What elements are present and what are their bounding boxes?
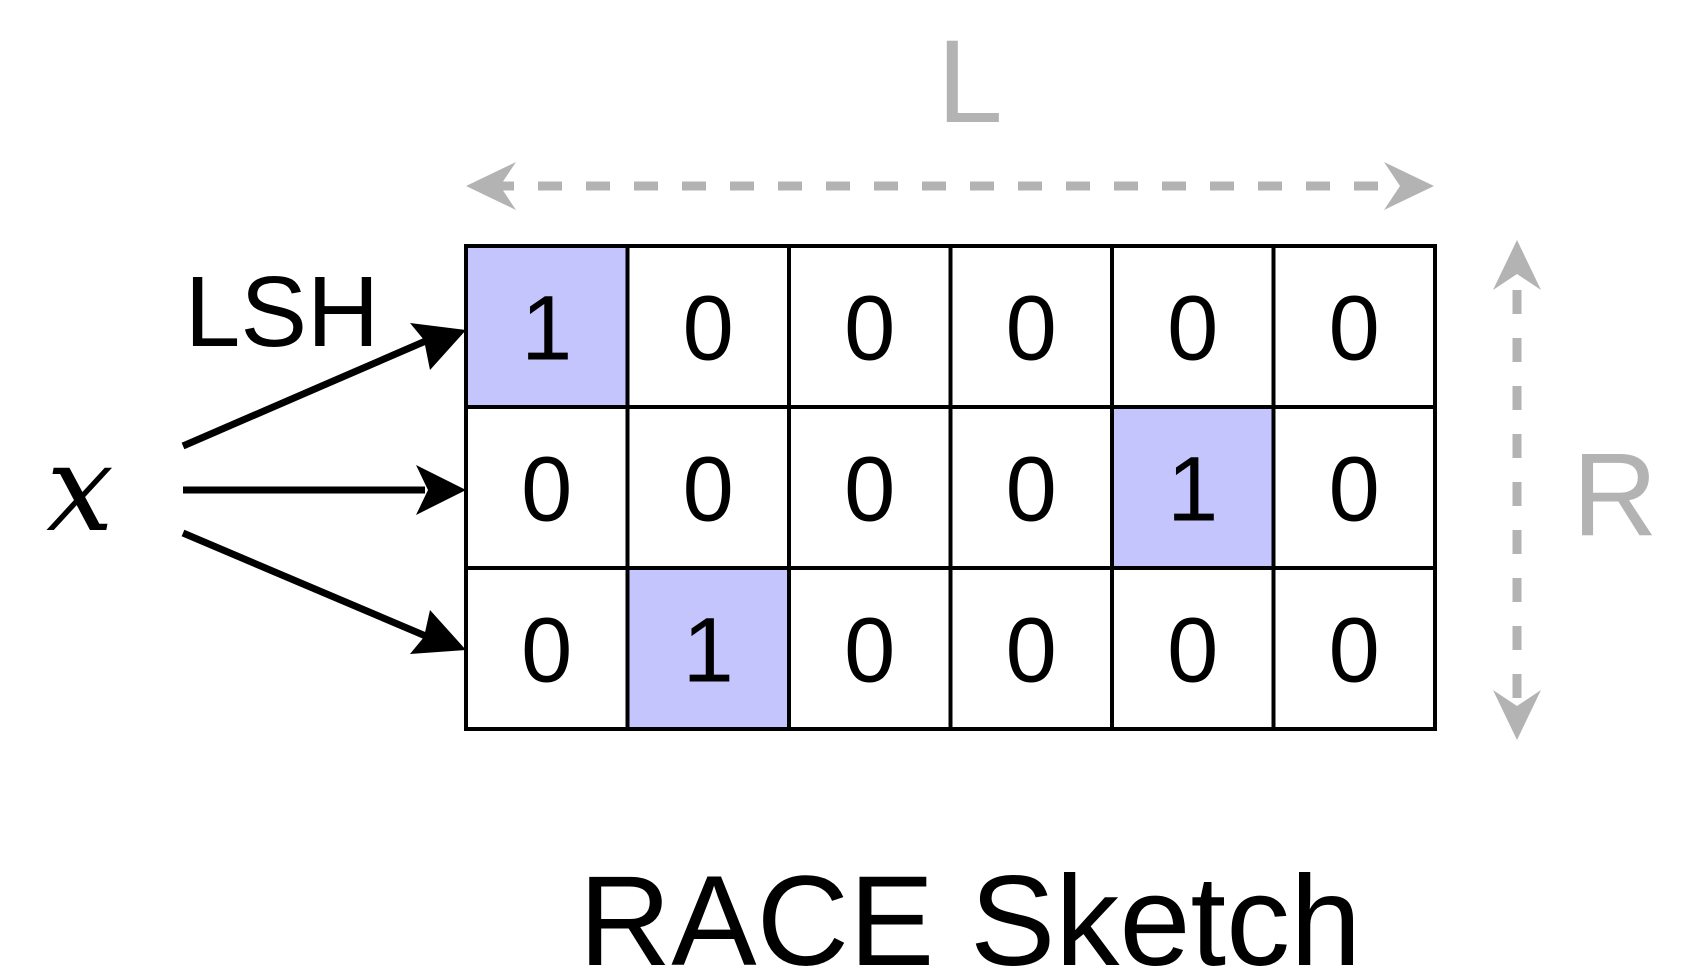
grid-cell-r1-c4 xyxy=(948,244,1114,409)
grid-value-r3-c4: 0 xyxy=(1006,600,1057,702)
input-variable: x xyxy=(46,420,114,559)
grid-cell-r3-c3 xyxy=(787,566,953,731)
grid-value-r3-c5: 0 xyxy=(1167,600,1218,702)
grid-value-r2-c5: 1 xyxy=(1167,439,1218,541)
grid-cell-r3-c4 xyxy=(948,566,1114,731)
sketch-grid: 1 0 0 0 0 0 0 0 0 0 1 0 0 1 0 0 0 0 xyxy=(464,244,1437,731)
width-dimension: L xyxy=(466,16,1434,210)
grid-cell-r1-c6 xyxy=(1271,244,1437,409)
width-arrowhead-left xyxy=(466,162,516,210)
hash-arrowhead-row-1 xyxy=(410,323,466,370)
grid-value-r2-c4: 0 xyxy=(1006,439,1057,541)
grid-cell-r3-c6 xyxy=(1271,566,1437,731)
lsh-label: LSH xyxy=(185,256,380,368)
grid-cell-r2-c4 xyxy=(948,405,1114,570)
height-arrowhead-top xyxy=(1493,240,1541,290)
width-arrowhead-right xyxy=(1384,162,1434,210)
grid-cell-r3-c2 xyxy=(625,566,791,731)
grid-cell-r2-c2 xyxy=(625,405,791,570)
grid-value-r2-c6: 0 xyxy=(1329,439,1380,541)
grid-value-r1-c1: 1 xyxy=(521,278,572,380)
grid-value-r1-c4: 0 xyxy=(1006,278,1057,380)
grid-value-r2-c3: 0 xyxy=(844,439,895,541)
grid-value-r2-c2: 0 xyxy=(683,439,734,541)
grid-cell-r2-c6 xyxy=(1271,405,1437,570)
height-dimension: R xyxy=(1493,240,1658,740)
grid-value-r3-c6: 0 xyxy=(1329,600,1380,702)
sketch-title: RACE Sketch xyxy=(579,850,1362,980)
hash-arrowhead-row-3 xyxy=(410,610,466,654)
grid-value-r1-c5: 0 xyxy=(1167,278,1218,380)
hash-arrow-row-3 xyxy=(181,529,430,641)
hash-arrows xyxy=(181,323,466,654)
grid-value-r1-c2: 0 xyxy=(683,278,734,380)
hash-arrow-row-1 xyxy=(181,336,430,450)
grid-value-r2-c1: 0 xyxy=(521,439,572,541)
hash-arrowhead-row-2 xyxy=(416,465,466,515)
grid-value-r1-c3: 0 xyxy=(844,278,895,380)
height-arrowhead-bottom xyxy=(1493,690,1541,740)
grid-value-r3-c3: 0 xyxy=(844,600,895,702)
width-label: L xyxy=(937,16,1003,148)
height-label: R xyxy=(1572,429,1657,561)
grid-value-r1-c6: 0 xyxy=(1329,278,1380,380)
grid-value-r3-c2: 1 xyxy=(683,600,734,702)
grid-value-r3-c1: 0 xyxy=(521,600,572,702)
grid-cell-r3-c5 xyxy=(1110,566,1276,731)
